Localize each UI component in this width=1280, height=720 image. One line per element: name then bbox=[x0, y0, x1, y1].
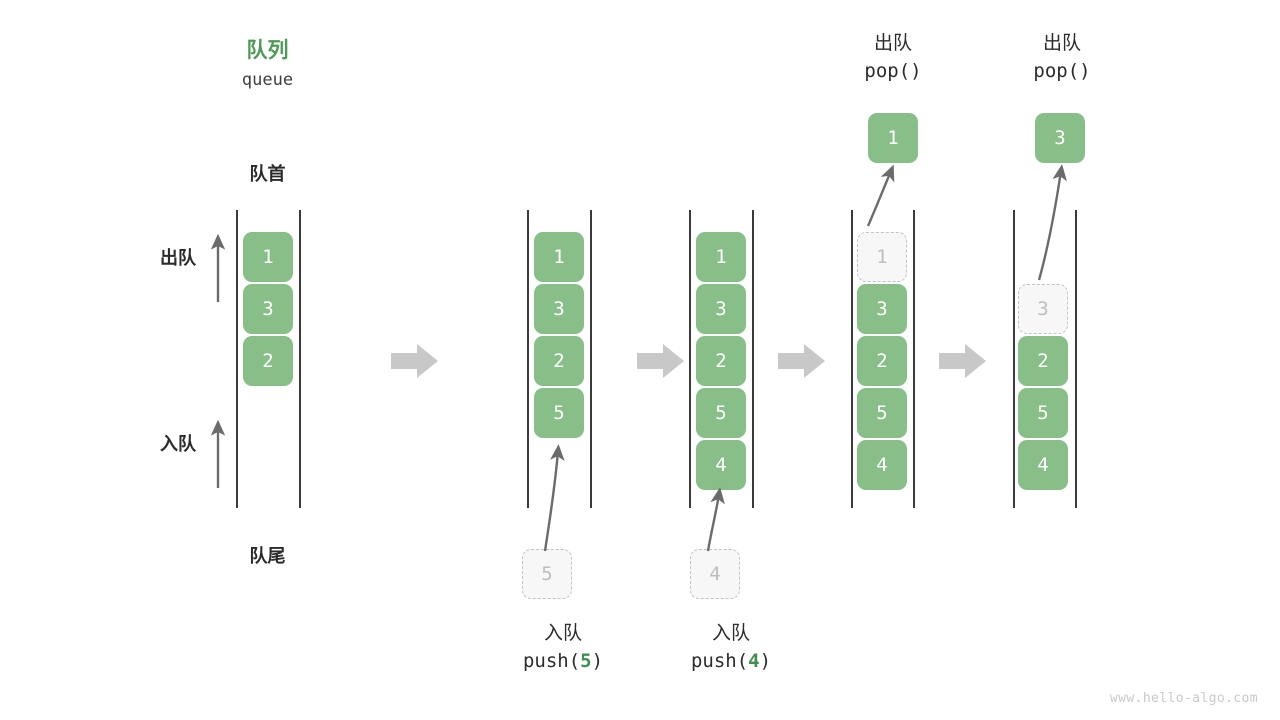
queue-rail-left bbox=[851, 210, 853, 508]
queue-rail-right bbox=[1075, 210, 1077, 508]
queue-cell: 4 bbox=[1018, 440, 1068, 490]
step-caption-cn: 出队 bbox=[873, 32, 912, 54]
queue-cell: 5 bbox=[696, 388, 746, 438]
queue-rail-right bbox=[752, 210, 754, 508]
step-caption-cn: 入队 bbox=[543, 622, 582, 644]
step-caption: 入队 push(4) bbox=[651, 620, 811, 675]
push-motion-arrow-icon bbox=[706, 487, 725, 552]
queue-rail-left bbox=[527, 210, 529, 508]
step-caption-cn: 出队 bbox=[1042, 32, 1081, 54]
queue-cell: 3 bbox=[857, 284, 907, 334]
step-caption-code: pop() bbox=[864, 59, 922, 82]
incoming-element-ghost: 5 bbox=[522, 549, 572, 599]
queue-tail-label: 队尾 bbox=[249, 546, 286, 567]
queue-cell: 5 bbox=[857, 388, 907, 438]
step-caption: 入队 push(5) bbox=[483, 620, 643, 675]
watermark: www.hello-algo.com bbox=[1109, 691, 1258, 706]
step-caption-cn: 入队 bbox=[711, 622, 750, 644]
queue-cell: 2 bbox=[696, 336, 746, 386]
step-caption-code: push(4) bbox=[690, 649, 772, 672]
queue-rail-right bbox=[590, 210, 592, 508]
queue-head-label: 队首 bbox=[249, 164, 286, 185]
queue-rail-left bbox=[236, 210, 238, 508]
dequeue-direction-label: 出队 bbox=[160, 248, 196, 269]
queue-cell: 3 bbox=[243, 284, 293, 334]
queue-rail-left bbox=[689, 210, 691, 508]
step-arrow-icon bbox=[391, 344, 438, 378]
queue-cell: 2 bbox=[1018, 336, 1068, 386]
queue-cell: 1 bbox=[696, 232, 746, 282]
pop-motion-arrow-icon bbox=[866, 164, 895, 227]
queue-cell: 5 bbox=[534, 388, 584, 438]
queue-cell: 3 bbox=[534, 284, 584, 334]
queue-rail-right bbox=[299, 210, 301, 508]
incoming-element-ghost: 4 bbox=[690, 549, 740, 599]
queue-cell: 4 bbox=[696, 440, 746, 490]
queue-cell: 5 bbox=[1018, 388, 1068, 438]
step-caption-code: push(5) bbox=[522, 649, 604, 672]
queue-cell: 2 bbox=[534, 336, 584, 386]
enqueue-direction-label: 入队 bbox=[160, 434, 196, 455]
popped-element: 3 bbox=[1035, 113, 1085, 163]
queue-cell: 2 bbox=[243, 336, 293, 386]
step-caption: 出队 pop() bbox=[803, 30, 983, 85]
step-arrow-icon bbox=[939, 344, 986, 378]
queue-rail-right bbox=[913, 210, 915, 508]
queue-cell: 1 bbox=[243, 232, 293, 282]
figure-title-cn: 队列 bbox=[246, 38, 289, 62]
queue-cell-ghost: 3 bbox=[1018, 284, 1068, 334]
popped-element: 1 bbox=[868, 113, 918, 163]
queue-cell-ghost: 1 bbox=[857, 232, 907, 282]
queue-cell: 2 bbox=[857, 336, 907, 386]
step-arrow-icon bbox=[637, 344, 684, 378]
queue-rail-left bbox=[1013, 210, 1015, 508]
step-caption: 出队 pop() bbox=[972, 30, 1152, 85]
step-caption-code: pop() bbox=[1033, 59, 1091, 82]
figure-title-en: queue bbox=[241, 70, 294, 90]
step-arrow-icon bbox=[778, 344, 825, 378]
enqueue-direction-arrow-icon bbox=[210, 419, 226, 488]
dequeue-direction-arrow-icon bbox=[210, 233, 226, 302]
pop-motion-arrow-icon bbox=[1037, 164, 1067, 281]
queue-cell: 3 bbox=[696, 284, 746, 334]
queue-cell: 1 bbox=[534, 232, 584, 282]
queue-cell: 4 bbox=[857, 440, 907, 490]
push-motion-arrow-icon bbox=[543, 444, 565, 552]
